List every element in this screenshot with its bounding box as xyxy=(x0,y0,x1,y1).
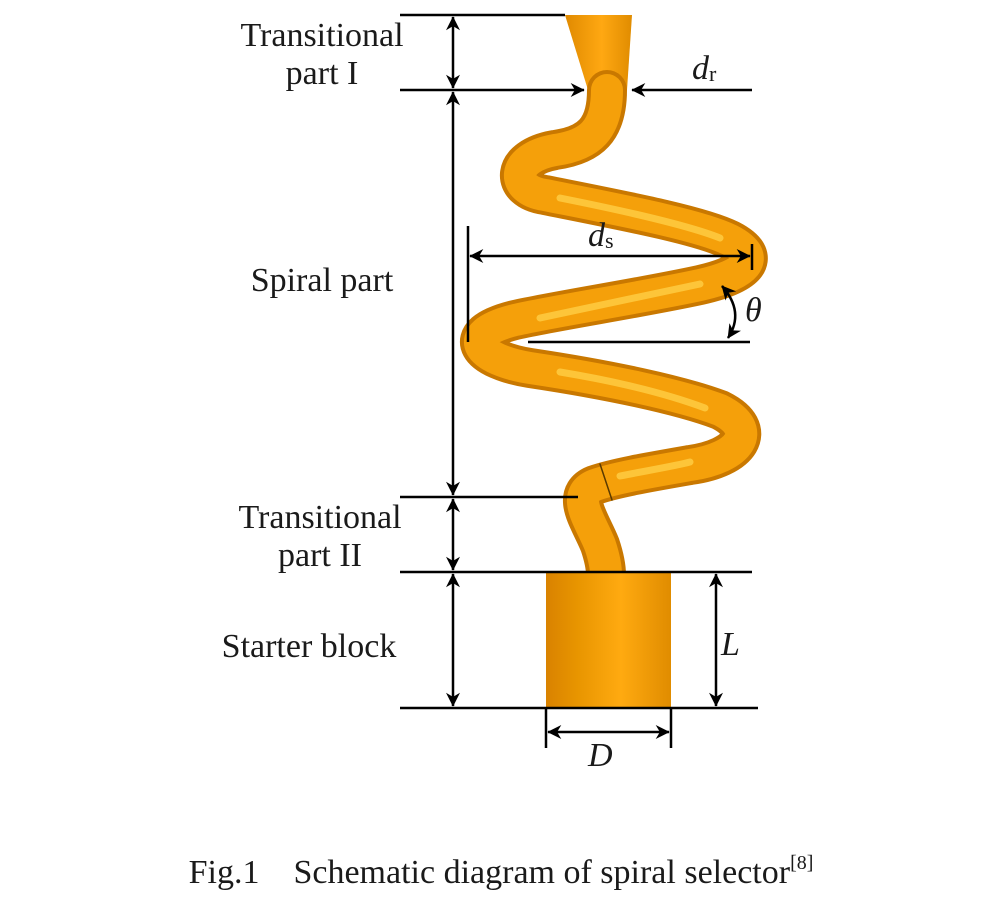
symbol-theta: θ xyxy=(745,292,762,329)
label-spiral-part: Spiral part xyxy=(222,262,422,300)
symbol-L: L xyxy=(721,626,740,663)
label-line: part I xyxy=(285,55,359,92)
figure-caption: Fig.1 Schematic diagram of spiral selecto… xyxy=(0,852,1002,892)
ds-dimension xyxy=(466,226,754,342)
label-line: part II xyxy=(277,537,362,574)
D-dimension xyxy=(544,708,673,748)
caption-fig-number: Fig.1 xyxy=(188,854,260,891)
starter-block xyxy=(546,572,671,708)
label-line: Starter block xyxy=(221,628,397,665)
weld-seam xyxy=(599,463,613,501)
theta-dimension xyxy=(528,285,750,344)
caption-reference: [8] xyxy=(790,852,814,874)
transitional-cone xyxy=(565,15,632,90)
label-transitional-part-1: Transitional part I xyxy=(222,17,422,93)
label-line: Spiral part xyxy=(250,262,394,299)
label-transitional-part-2: Transitional part II xyxy=(220,499,420,575)
label-line: Transitional xyxy=(238,499,402,536)
symbol-dr: dr xyxy=(692,50,717,87)
reference-lines xyxy=(400,13,758,710)
label-line: Transitional xyxy=(240,17,404,54)
spiral-tube xyxy=(460,70,768,595)
symbol-ds: ds xyxy=(588,217,614,254)
symbol-D: D xyxy=(588,737,613,774)
caption-text: Schematic diagram of spiral selector xyxy=(293,854,791,891)
label-starter-block: Starter block xyxy=(204,628,414,666)
